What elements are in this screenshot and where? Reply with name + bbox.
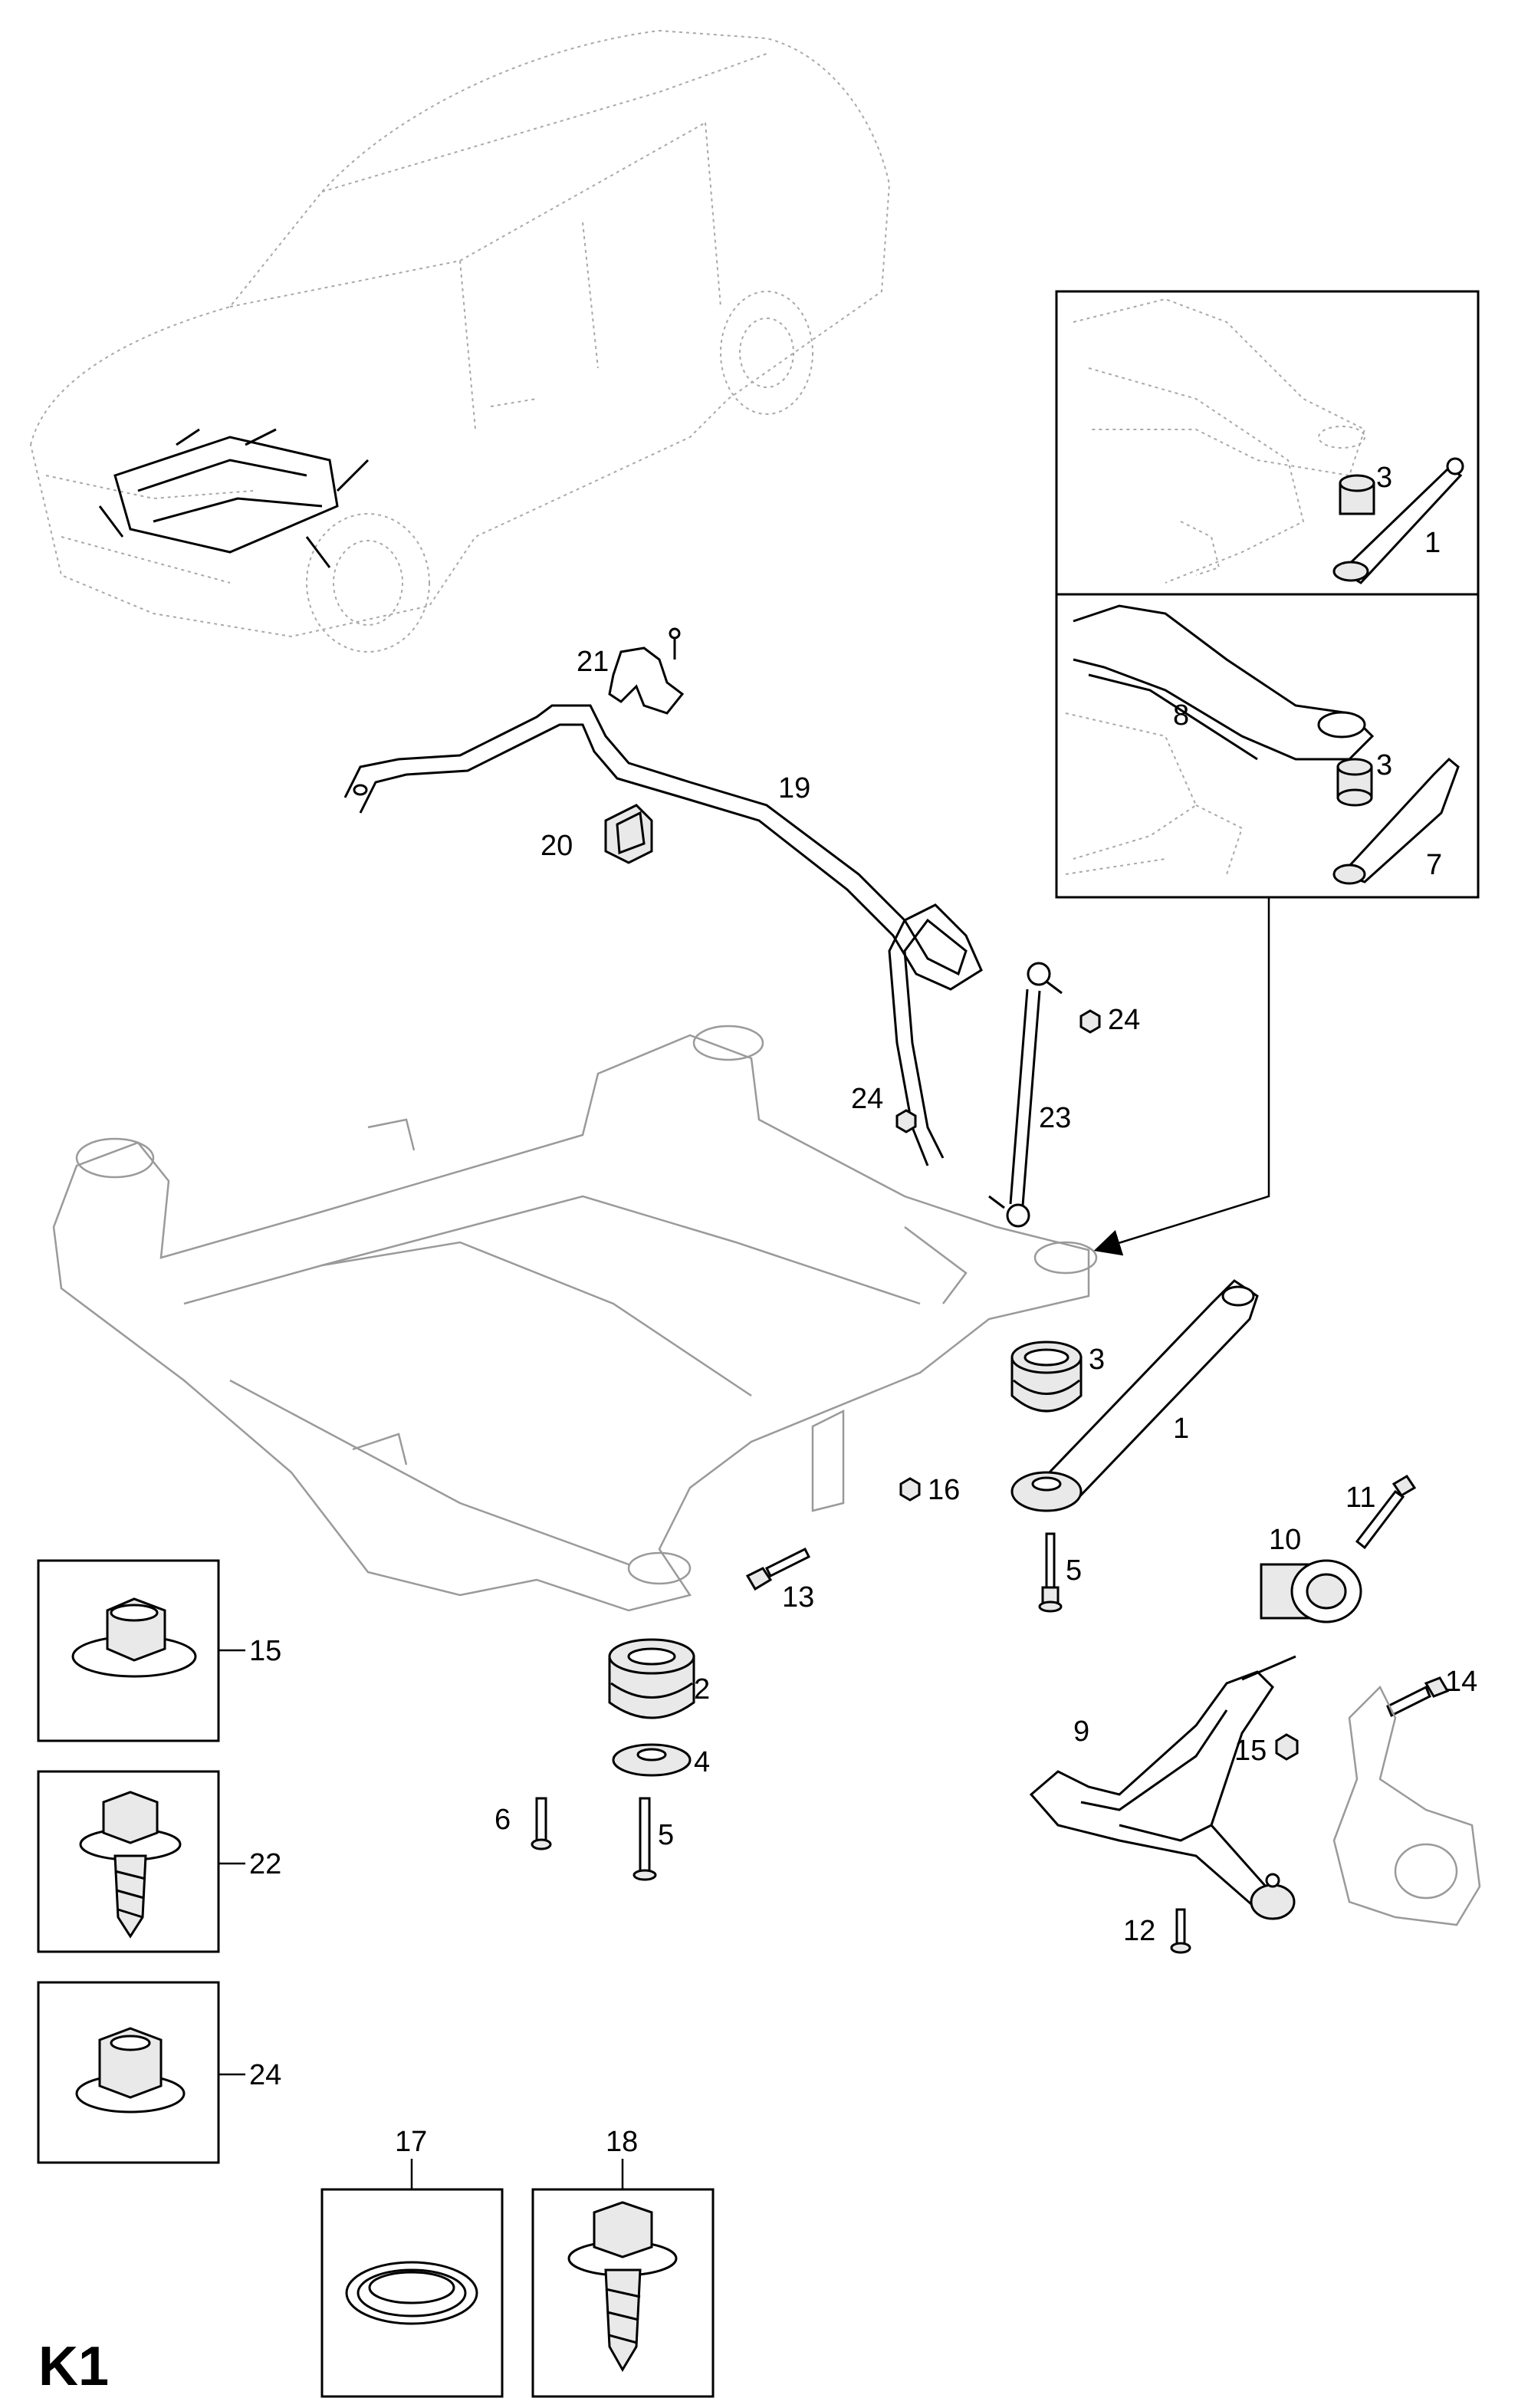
callout-12: 12: [1123, 1915, 1155, 1947]
stabilizer-bar-19: [343, 704, 983, 1166]
bush-20: [604, 804, 653, 864]
callout-9: 9: [1073, 1716, 1089, 1748]
bolt-5-lower: [632, 1797, 657, 1881]
bushing-3-inset-top: [1339, 474, 1375, 515]
callout-3-inset-bottom: 3: [1376, 749, 1392, 781]
callout-5-upper: 5: [1066, 1554, 1082, 1587]
callout-18-box: 18: [606, 2126, 638, 2158]
nut-15-main: [1275, 1733, 1299, 1761]
callout-15-box: 15: [249, 1635, 281, 1667]
detail-box-17: [320, 2159, 504, 2398]
detail-box-24: [37, 1981, 245, 2164]
sheet-code: K1: [38, 2336, 109, 2397]
callout-14: 14: [1445, 1666, 1477, 1698]
callout-24-left: 24: [851, 1083, 883, 1115]
lower-control-arm-9: [1029, 1655, 1296, 1920]
callout-3-inset-top: 3: [1376, 462, 1392, 494]
bolt-13: [745, 1547, 811, 1591]
callout-1-main: 1: [1173, 1413, 1189, 1445]
callout-4: 4: [694, 1746, 710, 1778]
bushing-10: [1260, 1559, 1362, 1623]
callout-16: 16: [928, 1474, 960, 1506]
callout-23: 23: [1039, 1102, 1071, 1134]
callout-5-lower: 5: [658, 1819, 674, 1851]
clamp-21: [608, 627, 685, 715]
callout-22-box: 22: [249, 1848, 281, 1880]
detail-inset: 3 1 8 3 7: [1055, 290, 1480, 899]
bolt-14: [1386, 1676, 1450, 1718]
callout-11: 11: [1346, 1482, 1375, 1514]
nut-24-left: [895, 1109, 917, 1133]
control-arm-1-main: [1010, 1279, 1259, 1512]
callout-15-main: 15: [1234, 1735, 1267, 1767]
callout-1-inset-top: 1: [1424, 527, 1441, 559]
nut-24-right: [1079, 1009, 1101, 1034]
subframe-8-main: [52, 1025, 1098, 1612]
callout-17-box: 17: [395, 2126, 427, 2158]
bolt-5-upper: [1038, 1532, 1063, 1613]
detail-box-18: [531, 2159, 715, 2398]
callout-7-inset-bottom: 7: [1426, 849, 1442, 881]
mount-2: [608, 1638, 695, 1719]
callout-13: 13: [782, 1581, 814, 1614]
callout-8-inset-bottom: 8: [1173, 699, 1189, 732]
bolt-11: [1355, 1474, 1417, 1550]
bolt-6: [531, 1797, 552, 1850]
callout-24-box: 24: [249, 2059, 281, 2091]
bolt-12: [1170, 1908, 1191, 1954]
callout-24-right: 24: [1108, 1004, 1140, 1036]
stabilizer-link-23: [988, 962, 1063, 1228]
control-arm-1-inset-top: [1332, 457, 1464, 584]
washer-4: [612, 1743, 692, 1777]
nut-16: [899, 1477, 921, 1502]
callout-21: 21: [577, 646, 609, 678]
callout-6: 6: [495, 1804, 511, 1836]
callout-3-main: 3: [1089, 1344, 1105, 1376]
detail-box-15: [37, 1559, 245, 1742]
callout-10: 10: [1269, 1524, 1301, 1556]
steering-knuckle: [1332, 1685, 1481, 1926]
bushing-3-inset-bottom: [1336, 758, 1373, 807]
vehicle-illustration: [29, 29, 891, 653]
callout-2: 2: [694, 1673, 710, 1706]
callout-19: 19: [778, 772, 810, 804]
detail-box-22: [37, 1770, 245, 1953]
control-arm-7-inset-bottom: [1332, 757, 1460, 885]
bushing-3-main: [1010, 1341, 1083, 1413]
callout-20: 20: [540, 830, 573, 862]
